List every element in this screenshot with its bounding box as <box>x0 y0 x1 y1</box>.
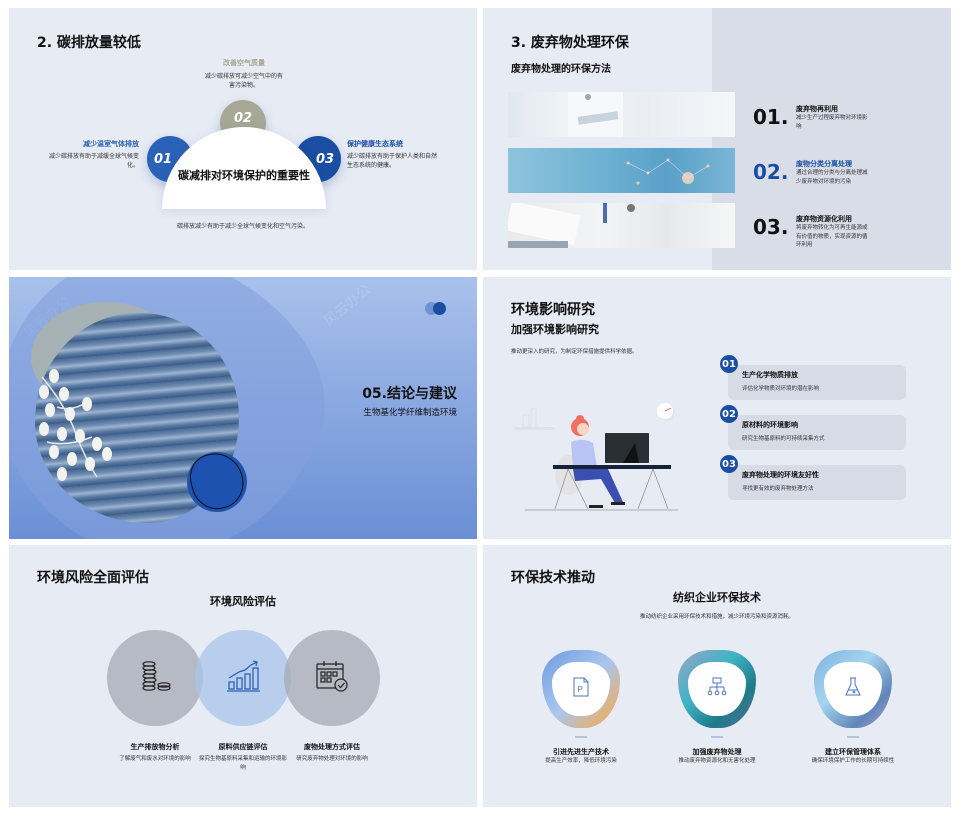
svg-text:P: P <box>578 685 583 694</box>
document-p-icon: P <box>572 677 590 701</box>
watermark: 风云办公 <box>321 281 375 330</box>
item-desc: 通过合理的分类与分离处理减少废弃物对环境的污染 <box>796 170 868 185</box>
point-03-text: 保护健康生态系统 减少碳排放有助于保护人类和自然生态系统的健康。 <box>347 139 437 170</box>
card-title: 废弃物处理的环境友好性 <box>742 471 819 479</box>
white-flowers-image <box>37 367 127 487</box>
woman-at-computer-illustration <box>513 397 683 512</box>
photo-digital-network <box>508 148 735 193</box>
risk-circle-1 <box>107 630 203 726</box>
point-01-text: 减少温室气体排放 减少碳排放有助于减缓全球气候变化。 <box>49 139 139 170</box>
slide-carbon-emission[interactable]: 2. 碳排放量较低 改善空气质量 减少碳排放可减少空气中的有害污染物。 减少温室… <box>9 8 477 270</box>
slide-title: 环境影响研究 <box>511 302 595 318</box>
tech-item-label: 加强废弃物处理 <box>692 748 742 756</box>
slide-desc: 推动纺织企业采用环保技术和措施，减少环境污染和资源消耗。 <box>639 614 794 620</box>
card-desc: 寻找更有效的废弃物处理方法 <box>742 486 814 492</box>
card-title: 生产化学物质排放 <box>742 371 798 379</box>
slide-subtitle: 环境风险评估 <box>210 595 276 608</box>
slide-title: 2. 碳排放量较低 <box>37 35 141 51</box>
slide-footer-text: 碳排放减少有助于减少全球气候变化和空气污染。 <box>176 223 309 230</box>
tech-card-3[interactable] <box>814 650 892 728</box>
risk-circle-3 <box>284 630 380 726</box>
item-desc: 将废弃物转化为可再生能源或有价值的物质，实现资源的循环利用 <box>796 225 868 248</box>
point-label: 减少温室气体排放 <box>83 140 139 148</box>
item-02: 废物分类分离处理 通过合理的分类与分离处理减少废弃物对环境的污染 <box>796 159 868 186</box>
center-heading: 碳减排对环境保护的重要性 <box>178 169 310 182</box>
tech-item-1: 引进先进生产技术 提高生产效率，降低环境污染 <box>536 747 626 766</box>
item-number: 02. <box>753 160 789 184</box>
card-desc: 评估化学物质对环境的潜在影响 <box>742 386 820 392</box>
tech-card-1[interactable]: P <box>542 650 620 728</box>
item-label: 废弃物资源化利用 <box>796 215 852 223</box>
tech-item-desc: 提高生产效率，降低环境污染 <box>545 758 617 764</box>
research-card-02[interactable] <box>728 415 906 450</box>
divider <box>575 736 587 738</box>
tech-item-3: 建立环保管理体系 确保环境保护工作的长期可持续性 <box>808 747 898 766</box>
tech-item-2: 加强废弃物处理 推动废弃物资源化和无害化处理 <box>672 747 762 766</box>
slide-title: 环保技术推动 <box>511 570 595 586</box>
risk-item-label: 生产排放物分析 <box>130 743 180 751</box>
section-subtitle: 生物基化学纤维制造环境 <box>363 408 457 418</box>
risk-item-1: 生产排放物分析 了解废气和废水对环境的影响 <box>110 742 200 764</box>
item-number: 03. <box>753 215 789 239</box>
calendar-check-icon <box>314 658 350 698</box>
risk-item-desc: 研究废弃物处理对环境的影响 <box>296 756 368 762</box>
number-badge: 03 <box>720 455 738 473</box>
risk-item-label: 原料供应链评估 <box>218 743 268 751</box>
blue-blob <box>187 452 247 512</box>
flask-icon <box>844 677 862 701</box>
slide-risk-assessment[interactable]: 环境风险全面评估 环境风险评估 生产排放物分析 了解废气和废水对环境的影响 原料… <box>9 545 477 807</box>
research-card-03[interactable] <box>728 465 906 500</box>
tech-item-label: 建立环保管理体系 <box>825 748 881 756</box>
research-card-01[interactable] <box>728 365 906 400</box>
right-panel-bg <box>712 8 951 270</box>
hierarchy-icon <box>707 677 727 701</box>
number-badge: 01 <box>720 355 738 373</box>
coins-icon <box>137 658 173 698</box>
risk-item-label: 废物处理方式评估 <box>304 743 360 751</box>
item-label: 废物分类分离处理 <box>796 160 852 168</box>
slide-subtitle: 加强环境影响研究 <box>511 323 599 336</box>
item-03: 废弃物资源化利用 将废弃物转化为可再生能源或有价值的物质，实现资源的循环利用 <box>796 214 868 250</box>
divider <box>847 736 859 738</box>
point-desc: 减少碳排放可减少空气中的有害污染物。 <box>204 73 283 89</box>
item-desc: 减少生产过程废弃物对环境影响 <box>796 115 868 130</box>
tech-item-desc: 推动废弃物资源化和无害化处理 <box>678 758 756 764</box>
slide-subtitle: 废弃物处理的环保方法 <box>511 64 611 75</box>
slide-impact-research[interactable]: 环境影响研究 加强环境影响研究 推动更深入的研究，为制定环保措施提供科学依据。 <box>483 277 951 539</box>
divider <box>711 736 723 738</box>
slide-title: 3. 废弃物处理环保 <box>511 35 629 51</box>
point-desc: 减少碳排放有助于减缓全球气候变化。 <box>49 153 140 169</box>
risk-item-2: 原料供应链评估 探究生物基原料采集和运输的环境影响 <box>198 742 288 773</box>
tech-item-desc: 确保环境保护工作的长期可持续性 <box>811 758 895 764</box>
photo-doctors-documents <box>505 201 735 248</box>
slide-subtitle: 纺织企业环保技术 <box>673 591 761 604</box>
point-02-text: 改善空气质量 减少碳排放可减少空气中的有害污染物。 <box>199 58 289 90</box>
slide-desc: 推动更深入的研究，为制定环保措施提供科学依据。 <box>511 349 638 355</box>
growth-chart-icon <box>225 658 261 698</box>
item-01: 废弃物再利用 减少生产过程废弃物对环境影响 <box>796 104 868 131</box>
risk-item-desc: 了解废气和废水对环境的影响 <box>119 756 191 762</box>
tech-item-label: 引进先进生产技术 <box>553 748 609 756</box>
tech-card-2[interactable] <box>678 650 756 728</box>
section-title: 05.结论与建议 <box>362 386 457 402</box>
number-badge: 02 <box>720 405 738 423</box>
slide-title: 环境风险全面评估 <box>37 570 149 586</box>
point-label: 改善空气质量 <box>223 59 265 67</box>
risk-circle-2 <box>195 630 291 726</box>
risk-item-desc: 探究生物基原料采集和运输的环境影响 <box>198 756 287 771</box>
point-desc: 减少碳排放有助于保护人类和自然生态系统的健康。 <box>347 153 438 169</box>
risk-item-3: 废物处理方式评估 研究废弃物处理对环境的影响 <box>287 742 377 764</box>
item-label: 废弃物再利用 <box>796 105 838 113</box>
slide-eco-technology[interactable]: 环保技术推动 纺织企业环保技术 推动纺织企业采用环保技术和措施，减少环境污染和资… <box>483 545 951 807</box>
decor-dot-dark <box>433 302 446 315</box>
slide-conclusion[interactable]: 风云办公 风云办公 05.结论与建议 生物基化学纤维制造环境 <box>9 277 477 539</box>
item-number: 01. <box>753 105 789 129</box>
card-desc: 研究生物基原料的可持续采集方式 <box>742 436 825 442</box>
point-label: 保护健康生态系统 <box>347 140 403 148</box>
photo-doctor-tablet <box>508 92 735 137</box>
slide-waste-treatment[interactable]: 3. 废弃物处理环保 废弃物处理的环保方法 01. 废弃物再利用 减少生产过程废… <box>483 8 951 270</box>
card-title: 原材料的环境影响 <box>742 421 798 429</box>
